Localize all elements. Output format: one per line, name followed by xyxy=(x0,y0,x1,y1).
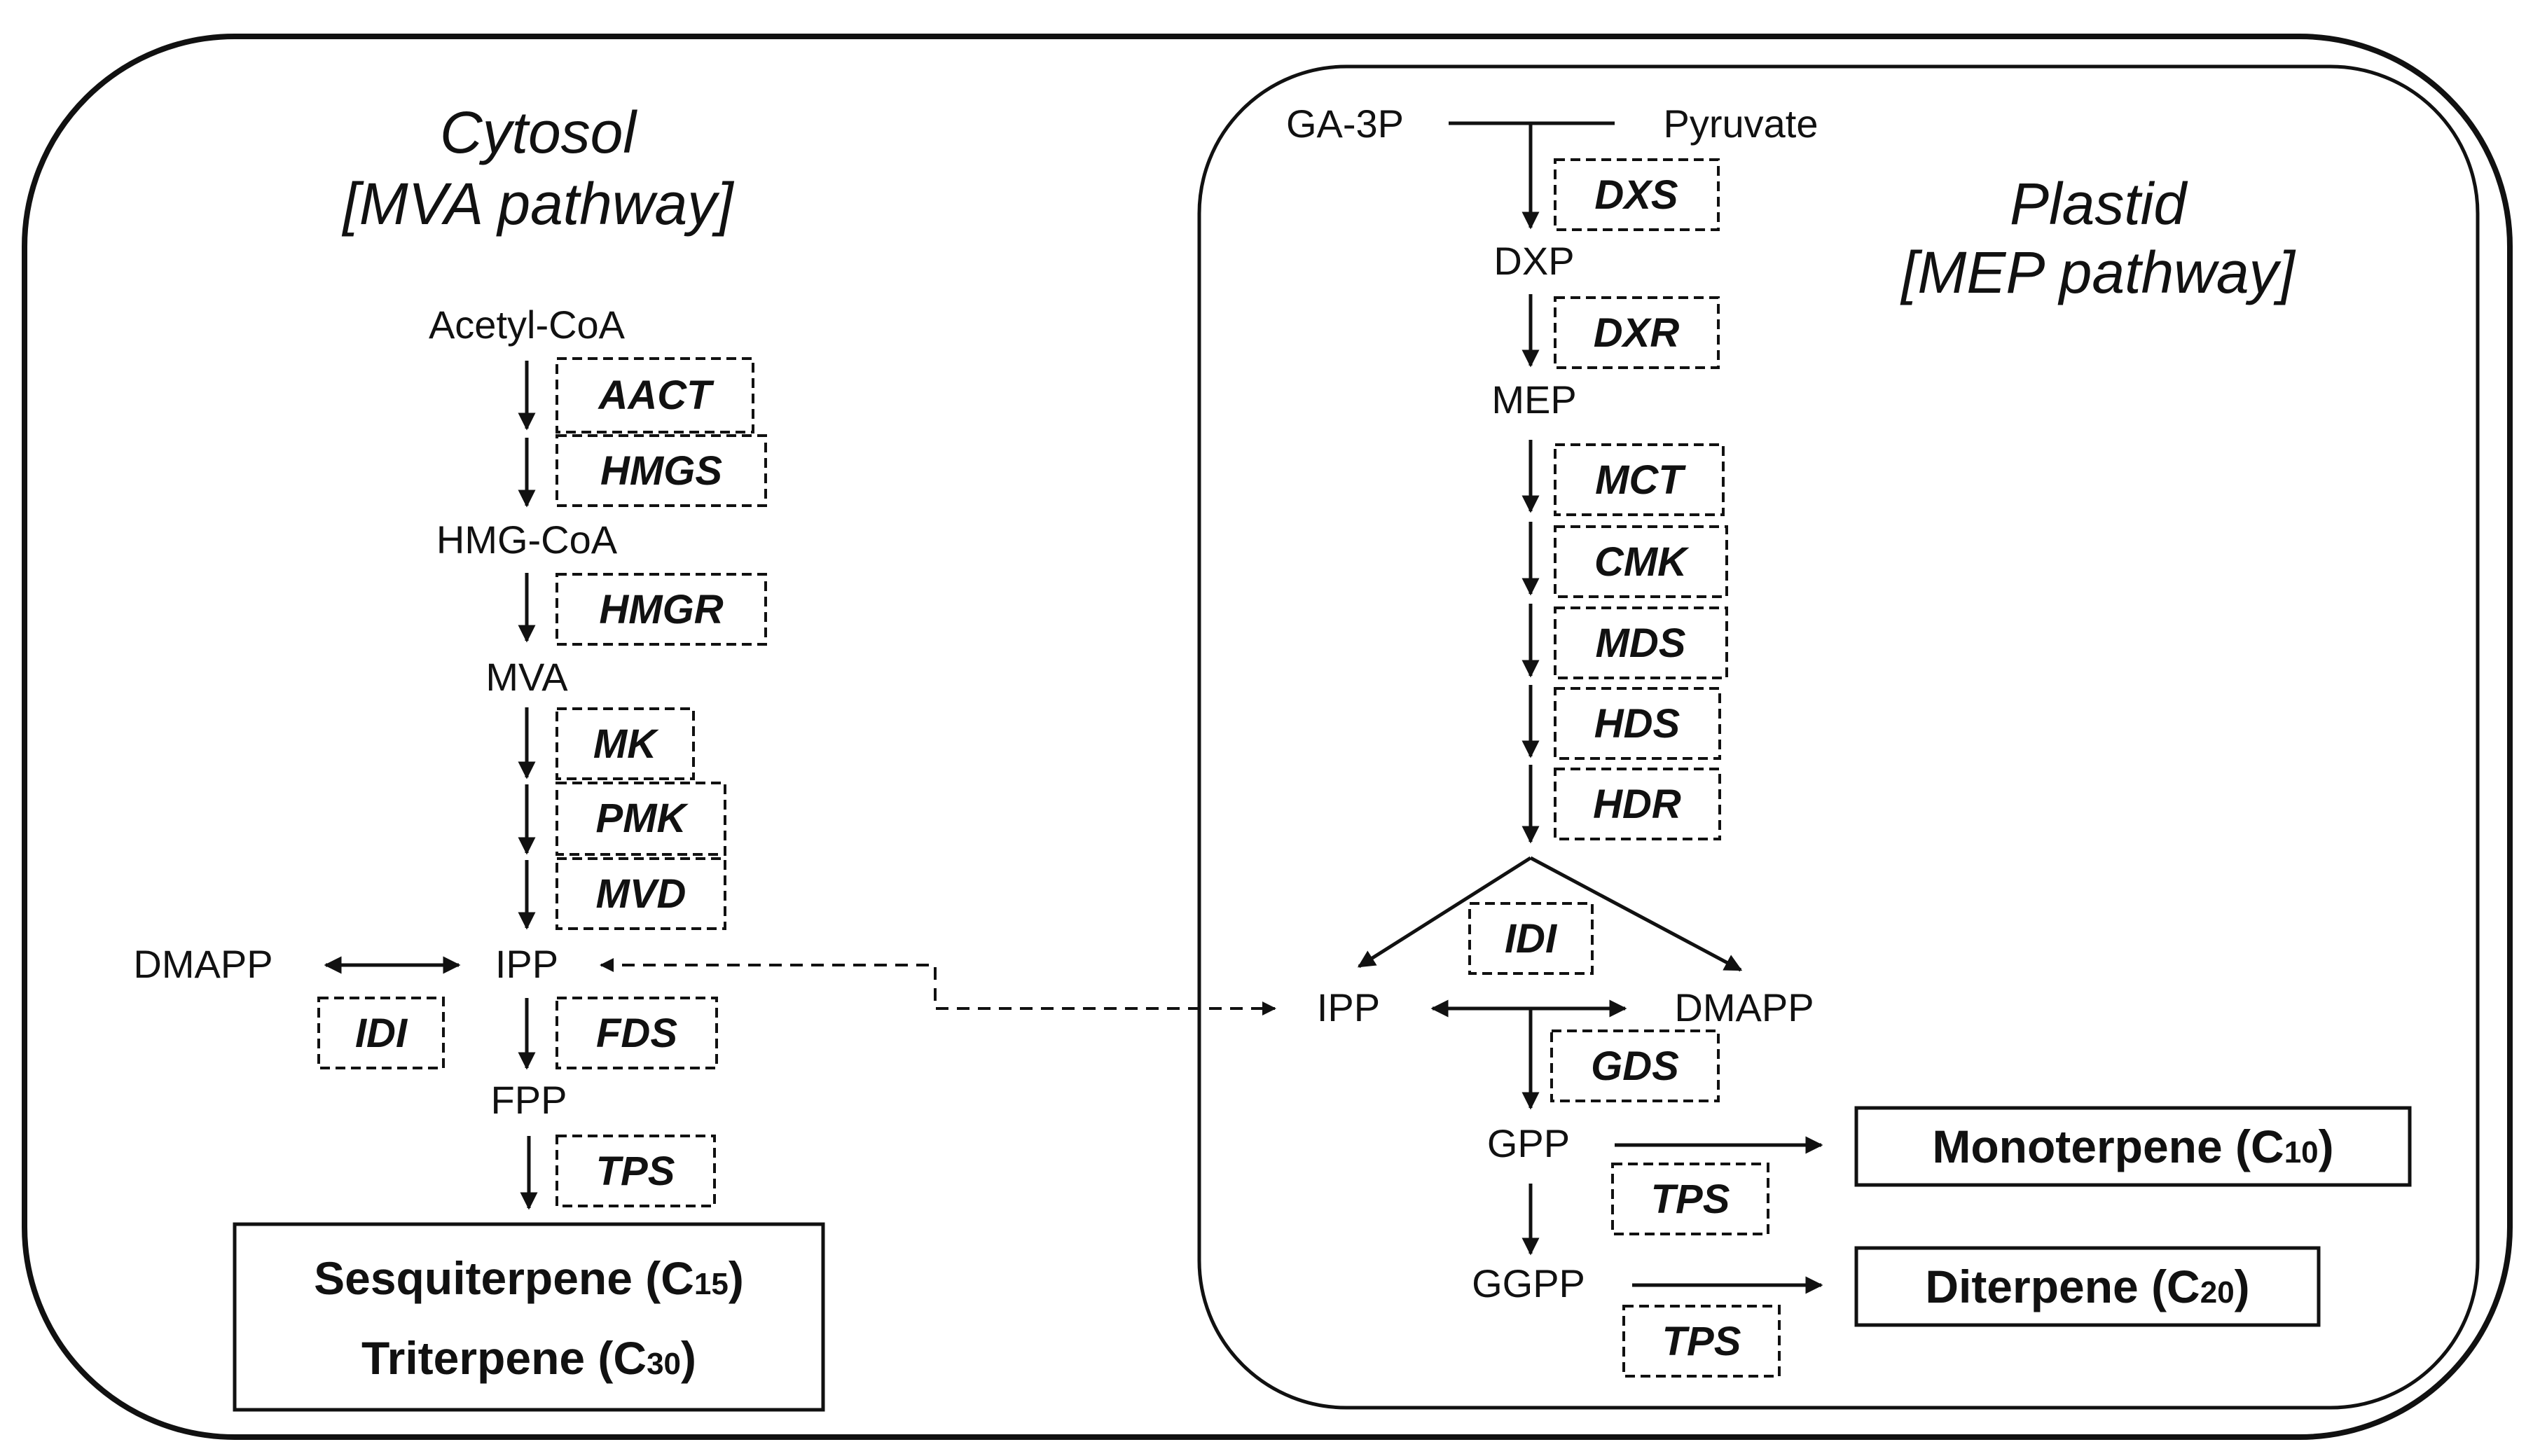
enzyme-mds: MDS xyxy=(1596,620,1686,666)
enzyme-tps-di: TPS xyxy=(1662,1319,1741,1364)
cytosol-title: Cytosol xyxy=(440,99,637,165)
enzyme-box-idi-plastid xyxy=(1468,902,1594,975)
metabolite-ggpp: GGPP xyxy=(1472,1261,1585,1305)
metabolite-ipp-plastid: IPP xyxy=(1317,985,1380,1029)
arrow-branch-ipp xyxy=(1357,856,1532,969)
product-box-cytosol xyxy=(233,1222,825,1412)
metabolite-pyruvate: Pyruvate xyxy=(1664,102,1818,146)
metabolite-dmapp-cytosol: DMAPP xyxy=(133,942,272,986)
metabolite-fpp: FPP xyxy=(491,1078,567,1122)
enzyme-box-mvd xyxy=(555,857,726,930)
product-monoterpene-subscript: 10 xyxy=(2284,1135,2319,1170)
enzyme-hmgs: HMGS xyxy=(600,448,722,494)
enzyme-box-idi-cytosol xyxy=(317,997,445,1069)
product-diterpene-subscript: 20 xyxy=(2200,1275,2235,1310)
enzyme-box-hds xyxy=(1554,687,1721,760)
enzyme-mvd: MVD xyxy=(596,871,686,917)
metabolite-ga3p: GA-3P xyxy=(1286,102,1404,146)
enzyme-tps-mono: TPS xyxy=(1651,1177,1730,1222)
metabolite-dmapp-plastid: DMAPP xyxy=(1674,985,1814,1029)
metabolite-acetyl-coa: Acetyl-CoA xyxy=(429,303,626,347)
enzyme-fds: FDS xyxy=(596,1011,677,1056)
product-triterpene-subscript: 30 xyxy=(647,1347,681,1381)
enzyme-mct: MCT xyxy=(1595,457,1686,503)
ipp-transport-arrow xyxy=(600,958,1276,1015)
enzyme-gds: GDS xyxy=(1591,1044,1679,1089)
product-triterpene-close: ) xyxy=(681,1332,696,1384)
enzyme-dxr: DXR xyxy=(1594,310,1680,356)
enzyme-box-mct xyxy=(1554,443,1725,516)
enzyme-hdr: HDR xyxy=(1593,782,1681,827)
product-box-monoterpene xyxy=(1854,1106,2412,1187)
product-box-diterpene xyxy=(1854,1246,2321,1327)
metabolite-dxp: DXP xyxy=(1493,239,1574,283)
product-diterpene-close: ) xyxy=(2235,1261,2250,1312)
enzyme-box-fds xyxy=(555,997,718,1069)
plastid-title: Plastid xyxy=(2010,171,2188,237)
enzyme-box-mds xyxy=(1554,606,1728,679)
enzyme-box-tps-cytosol xyxy=(555,1135,716,1207)
enzyme-aact: AACT xyxy=(597,373,715,418)
enzyme-box-dxs xyxy=(1554,158,1720,231)
metabolite-mva: MVA xyxy=(485,655,568,699)
cell-boundary xyxy=(22,34,2513,1440)
enzyme-box-tps-di xyxy=(1622,1305,1781,1378)
enzyme-box-hdr xyxy=(1554,768,1721,840)
metabolite-ipp-cytosol: IPP xyxy=(495,942,558,986)
product-diterpene-name: Diterpene (C xyxy=(1925,1261,2200,1312)
product-sesquiterpene-subscript: 15 xyxy=(694,1267,729,1301)
plastid-subtitle: [MEP pathway] xyxy=(1900,240,2296,305)
enzyme-box-aact xyxy=(555,357,754,434)
enzyme-hds: HDS xyxy=(1594,701,1680,747)
product-diterpene: Diterpene (C20) xyxy=(1925,1261,2249,1312)
product-monoterpene: Monoterpene (C10) xyxy=(1932,1121,2333,1172)
enzyme-box-gds xyxy=(1550,1029,1720,1102)
enzyme-box-dxr xyxy=(1554,296,1720,369)
enzyme-box-tps-mono xyxy=(1611,1163,1769,1235)
product-sesquiterpene: Sesquiterpene (C15) xyxy=(314,1252,744,1304)
product-triterpene: Triterpene (C30) xyxy=(361,1332,696,1384)
enzyme-box-cmk xyxy=(1554,525,1728,598)
enzyme-hmgr: HMGR xyxy=(599,587,723,632)
enzyme-tps-cytosol: TPS xyxy=(596,1149,675,1194)
enzyme-dxs: DXS xyxy=(1594,172,1678,218)
enzyme-box-mk xyxy=(555,707,695,780)
product-triterpene-name: Triterpene (C xyxy=(361,1332,647,1384)
enzyme-pmk: PMK xyxy=(596,796,689,841)
metabolite-hmg-coa: HMG-CoA xyxy=(436,518,618,562)
product-sesquiterpene-close: ) xyxy=(729,1252,744,1304)
enzyme-box-pmk xyxy=(555,782,726,856)
enzyme-idi-cytosol: IDI xyxy=(355,1011,408,1056)
enzyme-idi-plastid: IDI xyxy=(1505,916,1558,962)
metabolite-gpp: GPP xyxy=(1487,1121,1570,1165)
enzyme-mk: MK xyxy=(593,721,659,767)
enzyme-cmk: CMK xyxy=(1594,539,1690,585)
product-monoterpene-name: Monoterpene (C xyxy=(1932,1121,2284,1172)
cytosol-subtitle: [MVA pathway] xyxy=(341,171,734,237)
product-sesquiterpene-name: Sesquiterpene (C xyxy=(314,1252,694,1304)
plastid-boundary xyxy=(1197,64,2480,1410)
product-monoterpene-close: ) xyxy=(2319,1121,2334,1172)
metabolite-mep: MEP xyxy=(1491,377,1576,422)
arrow-branch-dmapp xyxy=(1529,856,1743,972)
